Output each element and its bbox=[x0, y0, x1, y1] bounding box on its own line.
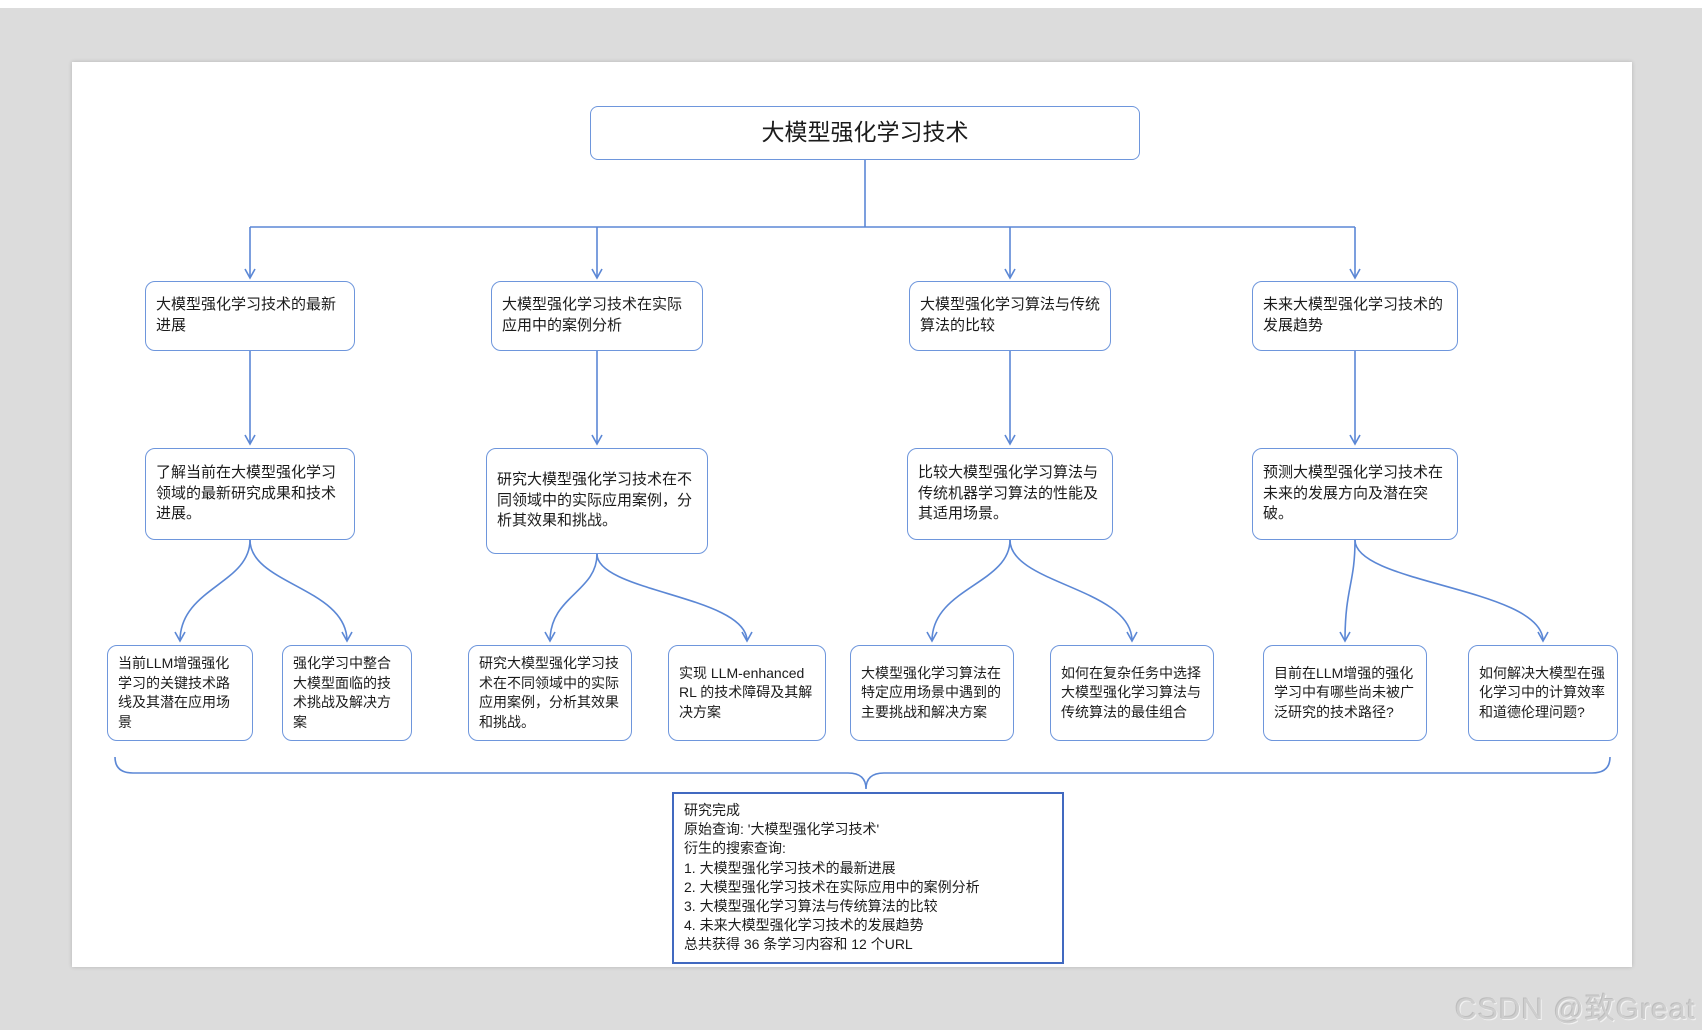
subtopic-label: 研究大模型强化学习技术在不同领域中的实际应用案例，分析其效果和挑战。 bbox=[479, 655, 619, 730]
summary-line-status: 研究完成 bbox=[684, 802, 740, 818]
subtopic-ethics-efficiency: 如何解决大模型在强化学习中的计算效率和道德伦理问题? bbox=[1468, 645, 1618, 741]
subtopic-label: 实现 LLM-enhanced RL 的技术障碍及其解决方案 bbox=[679, 664, 813, 720]
subtopic-label: 强化学习中整合大模型面临的技术挑战及解决方案 bbox=[293, 655, 391, 730]
summary-line-query-4: 4. 未来大模型强化学习技术的发展趋势 bbox=[684, 917, 924, 934]
subtopic-scenario-challenges: 大模型强化学习算法在特定应用场景中遇到的主要挑战和解决方案 bbox=[850, 645, 1014, 741]
task-compare-algorithms: 比较大模型强化学习算法与传统机器学习算法的性能及其适用场景。 bbox=[907, 448, 1113, 540]
task-predict-future: 预测大模型强化学习技术在未来的发展方向及潜在突破。 bbox=[1252, 448, 1458, 540]
branch-latest-progress: 大模型强化学习技术的最新进展 bbox=[145, 281, 355, 351]
task-study-application-cases: 研究大模型强化学习技术在不同领域中的实际应用案例，分析其效果和挑战。 bbox=[486, 448, 708, 554]
task-label: 研究大模型强化学习技术在不同领域中的实际应用案例，分析其效果和挑战。 bbox=[497, 470, 693, 530]
task-understand-research-progress: 了解当前在大模型强化学习领域的最新研究成果和技术进展。 bbox=[145, 448, 355, 540]
subtopic-label: 当前LLM增强强化学习的关键技术路线及其潜在应用场景 bbox=[118, 655, 230, 730]
branch-algorithm-comparison: 大模型强化学习算法与传统算法的比较 bbox=[909, 281, 1111, 351]
summary-line-query-3: 3. 大模型强化学习算法与传统算法的比较 bbox=[684, 898, 938, 915]
root-node-label: 大模型强化学习技术 bbox=[761, 119, 969, 146]
branch-future-trends: 未来大模型强化学习技术的发展趋势 bbox=[1252, 281, 1458, 351]
subtopic-integration-challenges: 强化学习中整合大模型面临的技术挑战及解决方案 bbox=[282, 645, 412, 742]
subtopic-label: 大模型强化学习算法在特定应用场景中遇到的主要挑战和解决方案 bbox=[861, 664, 1001, 720]
branch-label: 大模型强化学习技术的最新进展 bbox=[156, 296, 337, 334]
subtopic-label: 如何在复杂任务中选择大模型强化学习算法与传统算法的最佳组合 bbox=[1061, 664, 1201, 720]
task-label: 预测大模型强化学习技术在未来的发展方向及潜在突破。 bbox=[1263, 463, 1444, 523]
task-label: 了解当前在大模型强化学习领域的最新研究成果和技术进展。 bbox=[156, 463, 337, 523]
subtopic-llm-enhanced-rl-obstacles: 实现 LLM-enhanced RL 的技术障碍及其解决方案 bbox=[668, 645, 826, 741]
subtopic-label: 如何解决大模型在强化学习中的计算效率和道德伦理问题? bbox=[1479, 664, 1605, 720]
summary-line-query-2: 2. 大模型强化学习技术在实际应用中的案例分析 bbox=[684, 878, 980, 895]
subtopic-algorithm-combination: 如何在复杂任务中选择大模型强化学习算法与传统算法的最佳组合 bbox=[1050, 645, 1214, 741]
subtopic-llm-key-routes: 当前LLM增强强化学习的关键技术路线及其潜在应用场景 bbox=[107, 645, 253, 742]
csdn-watermark: CSDN @致Great bbox=[1455, 993, 1696, 1026]
branch-label: 未来大模型强化学习技术的发展趋势 bbox=[1263, 296, 1444, 334]
branch-label: 大模型强化学习技术在实际应用中的案例分析 bbox=[502, 296, 683, 334]
summary-line-original-query: 原始查询: '大模型强化学习技术' bbox=[684, 821, 880, 838]
subtopic-label: 目前在LLM增强的强化学习中有哪些尚未被广泛研究的技术路径? bbox=[1274, 664, 1414, 720]
branch-application-cases: 大模型强化学习技术在实际应用中的案例分析 bbox=[491, 281, 703, 351]
top-strip bbox=[0, 0, 1702, 8]
root-node: 大模型强化学习技术 bbox=[590, 106, 1140, 160]
branch-label: 大模型强化学习算法与传统算法的比较 bbox=[920, 296, 1101, 334]
summary-line-derived-header: 衍生的搜索查询: bbox=[684, 840, 786, 857]
summary-line-query-1: 1. 大模型强化学习技术的最新进展 bbox=[684, 859, 896, 876]
task-label: 比较大模型强化学习算法与传统机器学习算法的性能及其适用场景。 bbox=[918, 463, 1099, 523]
summary-line-totals: 总共获得 36 条学习内容和 12 个URL bbox=[684, 936, 913, 953]
research-summary-box: 研究完成 原始查询: '大模型强化学习技术' 衍生的搜索查询: 1. 大模型强化… bbox=[672, 792, 1064, 964]
subtopic-unexplored-paths: 目前在LLM增强的强化学习中有哪些尚未被广泛研究的技术路径? bbox=[1263, 645, 1427, 741]
subtopic-domain-cases: 研究大模型强化学习技术在不同领域中的实际应用案例，分析其效果和挑战。 bbox=[468, 645, 632, 742]
